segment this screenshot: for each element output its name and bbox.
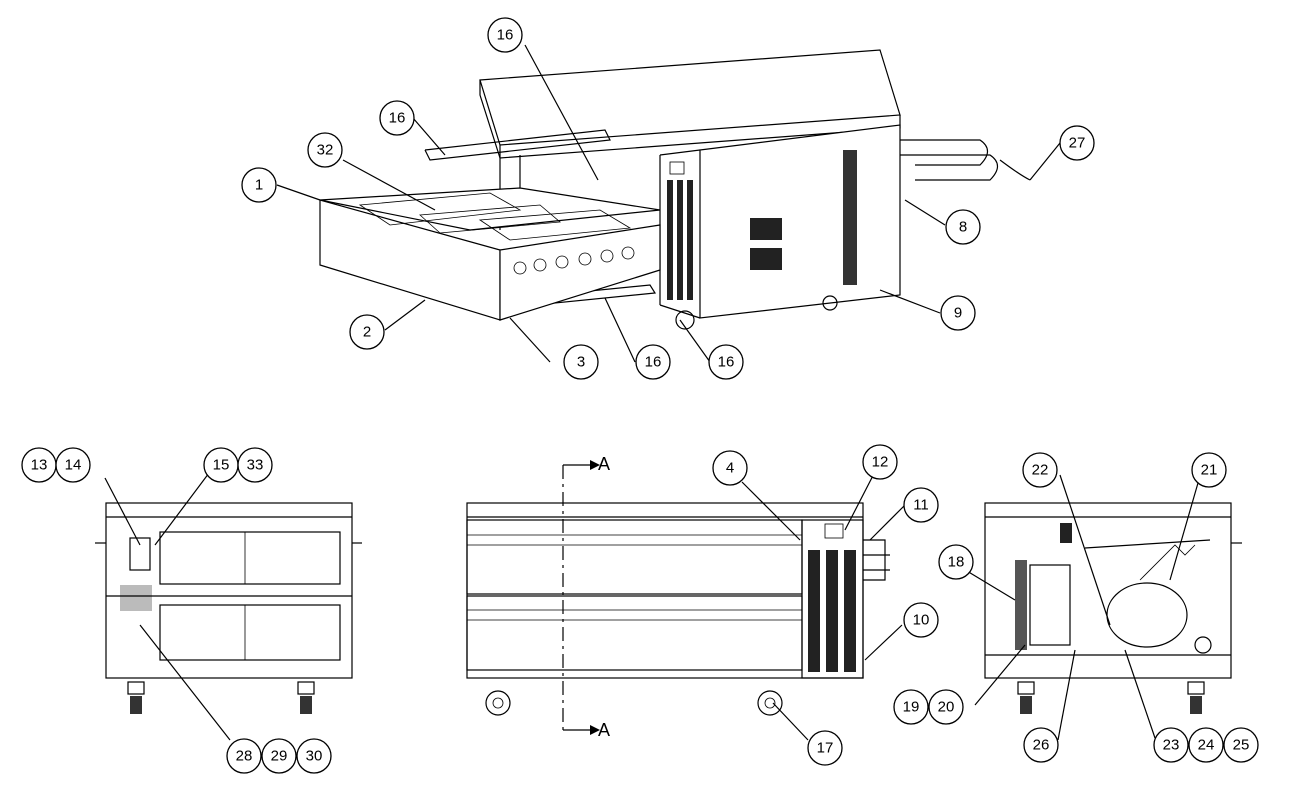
- callout-9: 9: [940, 295, 976, 331]
- callout-29-text: 29: [271, 748, 288, 765]
- callout-16-text: 16: [718, 354, 735, 371]
- callout-16: 16: [635, 344, 671, 380]
- callout-12: 12: [862, 444, 898, 480]
- callout-28: 28: [226, 738, 262, 774]
- callout-24: 24: [1188, 727, 1224, 763]
- callout-22: 22: [1022, 452, 1058, 488]
- section-view-left: [95, 502, 362, 714]
- front-view: [466, 460, 890, 735]
- callout-17-text: 17: [817, 740, 834, 757]
- callout-3-text: 3: [577, 354, 585, 371]
- callout-22-text: 22: [1032, 462, 1049, 479]
- callout-19: 19: [893, 689, 929, 725]
- callout-16-text: 16: [645, 354, 662, 371]
- callout-3: 3: [563, 344, 599, 380]
- callout-33: 33: [237, 447, 273, 483]
- section-view-right: [984, 502, 1242, 714]
- callout-27: 27: [1059, 125, 1095, 161]
- callout-23-text: 23: [1163, 737, 1180, 754]
- casters-right-view: [1017, 681, 1205, 714]
- callout-14-text: 14: [65, 457, 82, 474]
- callout-17: 17: [807, 730, 843, 766]
- callout-2: 2: [349, 314, 385, 350]
- callout-11: 11: [903, 487, 939, 523]
- callout-28-text: 28: [236, 748, 253, 765]
- callout-16: 16: [708, 344, 744, 380]
- callout-32: 32: [307, 132, 343, 168]
- callout-10-text: 10: [913, 612, 930, 629]
- callout-16: 16: [487, 17, 523, 53]
- isometric-view: [319, 49, 1031, 330]
- callout-1-text: 1: [255, 177, 263, 194]
- callout-4: 4: [712, 450, 748, 486]
- callout-14: 14: [55, 447, 91, 483]
- callout-8: 8: [945, 209, 981, 245]
- callout-20-text: 20: [938, 699, 955, 716]
- drawer-vent-holes: [513, 246, 635, 275]
- section-label-top: A: [598, 454, 610, 474]
- callout-21-text: 21: [1201, 462, 1218, 479]
- callout-20: 20: [928, 689, 964, 725]
- callout-11-text: 11: [913, 497, 929, 514]
- callout-16-text: 16: [497, 27, 514, 44]
- callout-26-text: 26: [1033, 737, 1050, 754]
- callout-13: 13: [21, 447, 57, 483]
- callout-29: 29: [261, 738, 297, 774]
- leader-lines: [104, 44, 1201, 741]
- callout-9-text: 9: [954, 305, 962, 322]
- callout-1: 1: [241, 167, 277, 203]
- callout-8-text: 8: [959, 219, 967, 236]
- side-louver: [843, 150, 857, 285]
- callout-21: 21: [1191, 452, 1227, 488]
- callout-19-text: 19: [903, 699, 920, 716]
- callout-4-text: 4: [726, 460, 734, 477]
- callout-10: 10: [903, 602, 939, 638]
- callout-30: 30: [296, 738, 332, 774]
- casters-left-view: [127, 681, 315, 714]
- callout-26: 26: [1023, 727, 1059, 763]
- callout-15-text: 15: [213, 457, 230, 474]
- callout-16: 16: [379, 100, 415, 136]
- callout-13-text: 13: [31, 457, 48, 474]
- callout-32-text: 32: [317, 142, 334, 159]
- callout-15: 15: [203, 447, 239, 483]
- callout-25-text: 25: [1233, 737, 1250, 754]
- callout-18: 18: [938, 544, 974, 580]
- callout-25: 25: [1223, 727, 1259, 763]
- casters-front-view: [485, 690, 783, 716]
- callout-27-text: 27: [1069, 135, 1086, 152]
- callout-24-text: 24: [1198, 737, 1215, 754]
- front-louver: [667, 161, 693, 300]
- callout-33-text: 33: [247, 457, 264, 474]
- callout-30-text: 30: [306, 748, 323, 765]
- callout-16-text: 16: [389, 110, 406, 127]
- callout-18-text: 18: [948, 554, 965, 571]
- callout-23: 23: [1153, 727, 1189, 763]
- callout-2-text: 2: [363, 324, 371, 341]
- callout-12-text: 12: [872, 454, 889, 471]
- section-label-bottom: A: [598, 720, 610, 740]
